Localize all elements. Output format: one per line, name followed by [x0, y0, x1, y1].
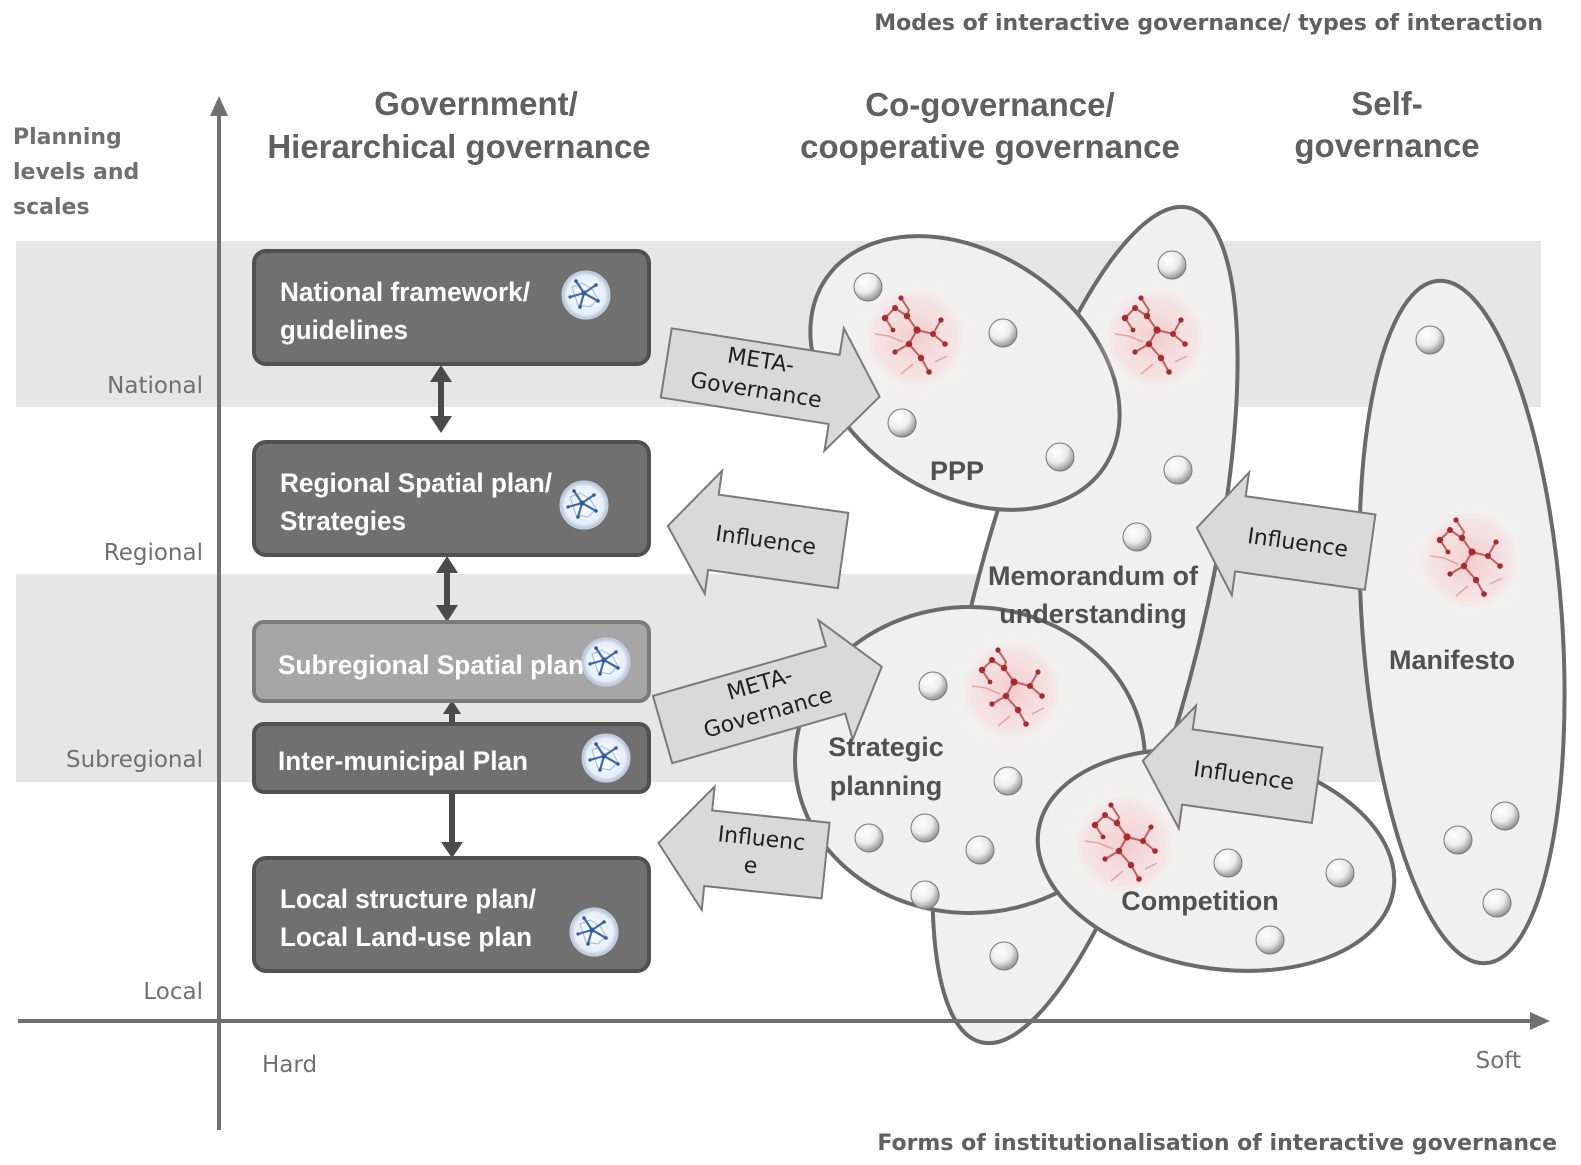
- bottom-caption: Forms of institutionalisation of interac…: [877, 1131, 1557, 1156]
- arrow-influence-right-mid: Influence: [1141, 702, 1324, 832]
- label-mou-line2: understanding: [999, 599, 1187, 629]
- plan-local-line1: Local structure plan/: [280, 884, 536, 914]
- label-manifesto: Manifesto: [1389, 645, 1515, 675]
- blue-network-icon: [580, 636, 632, 688]
- plan-box-regional: Regional Spatial plan/ Strategies: [252, 440, 651, 557]
- red-network-icon: [953, 631, 1071, 749]
- svg-text:e: e: [743, 853, 759, 879]
- arrow-influence-local: Influenc e: [657, 783, 831, 913]
- col-cogov-line1: Co-governance/: [865, 86, 1114, 123]
- level-subregional: Subregional: [66, 747, 203, 773]
- label-strategic-line2: planning: [830, 771, 942, 801]
- plan-regional-line1: Regional Spatial plan/: [280, 468, 552, 498]
- level-national: National: [107, 373, 203, 399]
- label-ppp: PPP: [930, 456, 984, 486]
- y-axis-title-line2: levels and: [13, 160, 139, 185]
- x-axis: [18, 1012, 1550, 1030]
- level-regional: Regional: [104, 540, 203, 566]
- plan-local-line2: Local Land-use plan: [280, 922, 532, 952]
- level-local: Local: [143, 979, 203, 1005]
- red-network-icon: [1096, 279, 1214, 397]
- label-mou-line1: Memorandum of: [988, 561, 1199, 591]
- plan-box-local: Local structure plan/ Local Land-use pla…: [252, 856, 651, 973]
- plan-box-subregional: Subregional Spatial plan: [252, 620, 651, 703]
- plan-box-national: National framework/ guidelines: [252, 249, 651, 366]
- arrow-influence-regional: Influence: [666, 468, 850, 597]
- blue-network-icon: [568, 906, 620, 958]
- x-axis-soft: Soft: [1476, 1048, 1521, 1074]
- plan-subregional: Subregional Spatial plan: [278, 650, 584, 680]
- plan-national-line1: National framework/: [280, 277, 530, 307]
- arrow-meta-governance-top: META- Governance: [659, 325, 881, 454]
- red-network-icon: [1411, 501, 1529, 619]
- y-axis-title-line3: scales: [13, 195, 90, 220]
- col-self-line2: governance: [1294, 127, 1479, 164]
- plan-intermunicipal: Inter-municipal Plan: [278, 746, 528, 776]
- plan-regional-line2: Strategies: [280, 506, 406, 536]
- plan-national-line2: guidelines: [280, 315, 408, 345]
- connector-intermunicipal-local: [441, 792, 463, 858]
- x-axis-hard: Hard: [262, 1052, 317, 1078]
- blue-network-icon: [580, 732, 632, 784]
- cluster-manifesto: [1357, 278, 1567, 966]
- col-cogov-line2: cooperative governance: [800, 128, 1180, 165]
- col-self-line1: Self-: [1351, 85, 1423, 122]
- y-axis-title-line1: Planning: [13, 125, 122, 150]
- connector-national-regional: [430, 365, 452, 433]
- plan-box-intermunicipal: Inter-municipal Plan: [252, 722, 651, 794]
- col-government-line1: Government/: [374, 85, 578, 122]
- arrow-influence-right-top: Influence: [1195, 469, 1377, 599]
- blue-network-icon: [558, 479, 610, 531]
- label-strategic-line1: Strategic: [828, 732, 944, 762]
- y-axis: [210, 96, 228, 1130]
- connector-regional-subregional: [436, 556, 458, 622]
- label-competition: Competition: [1121, 886, 1278, 916]
- top-caption: Modes of interactive governance/ types o…: [874, 11, 1543, 36]
- blue-network-icon: [560, 269, 612, 321]
- col-government-line2: Hierarchical governance: [267, 128, 650, 165]
